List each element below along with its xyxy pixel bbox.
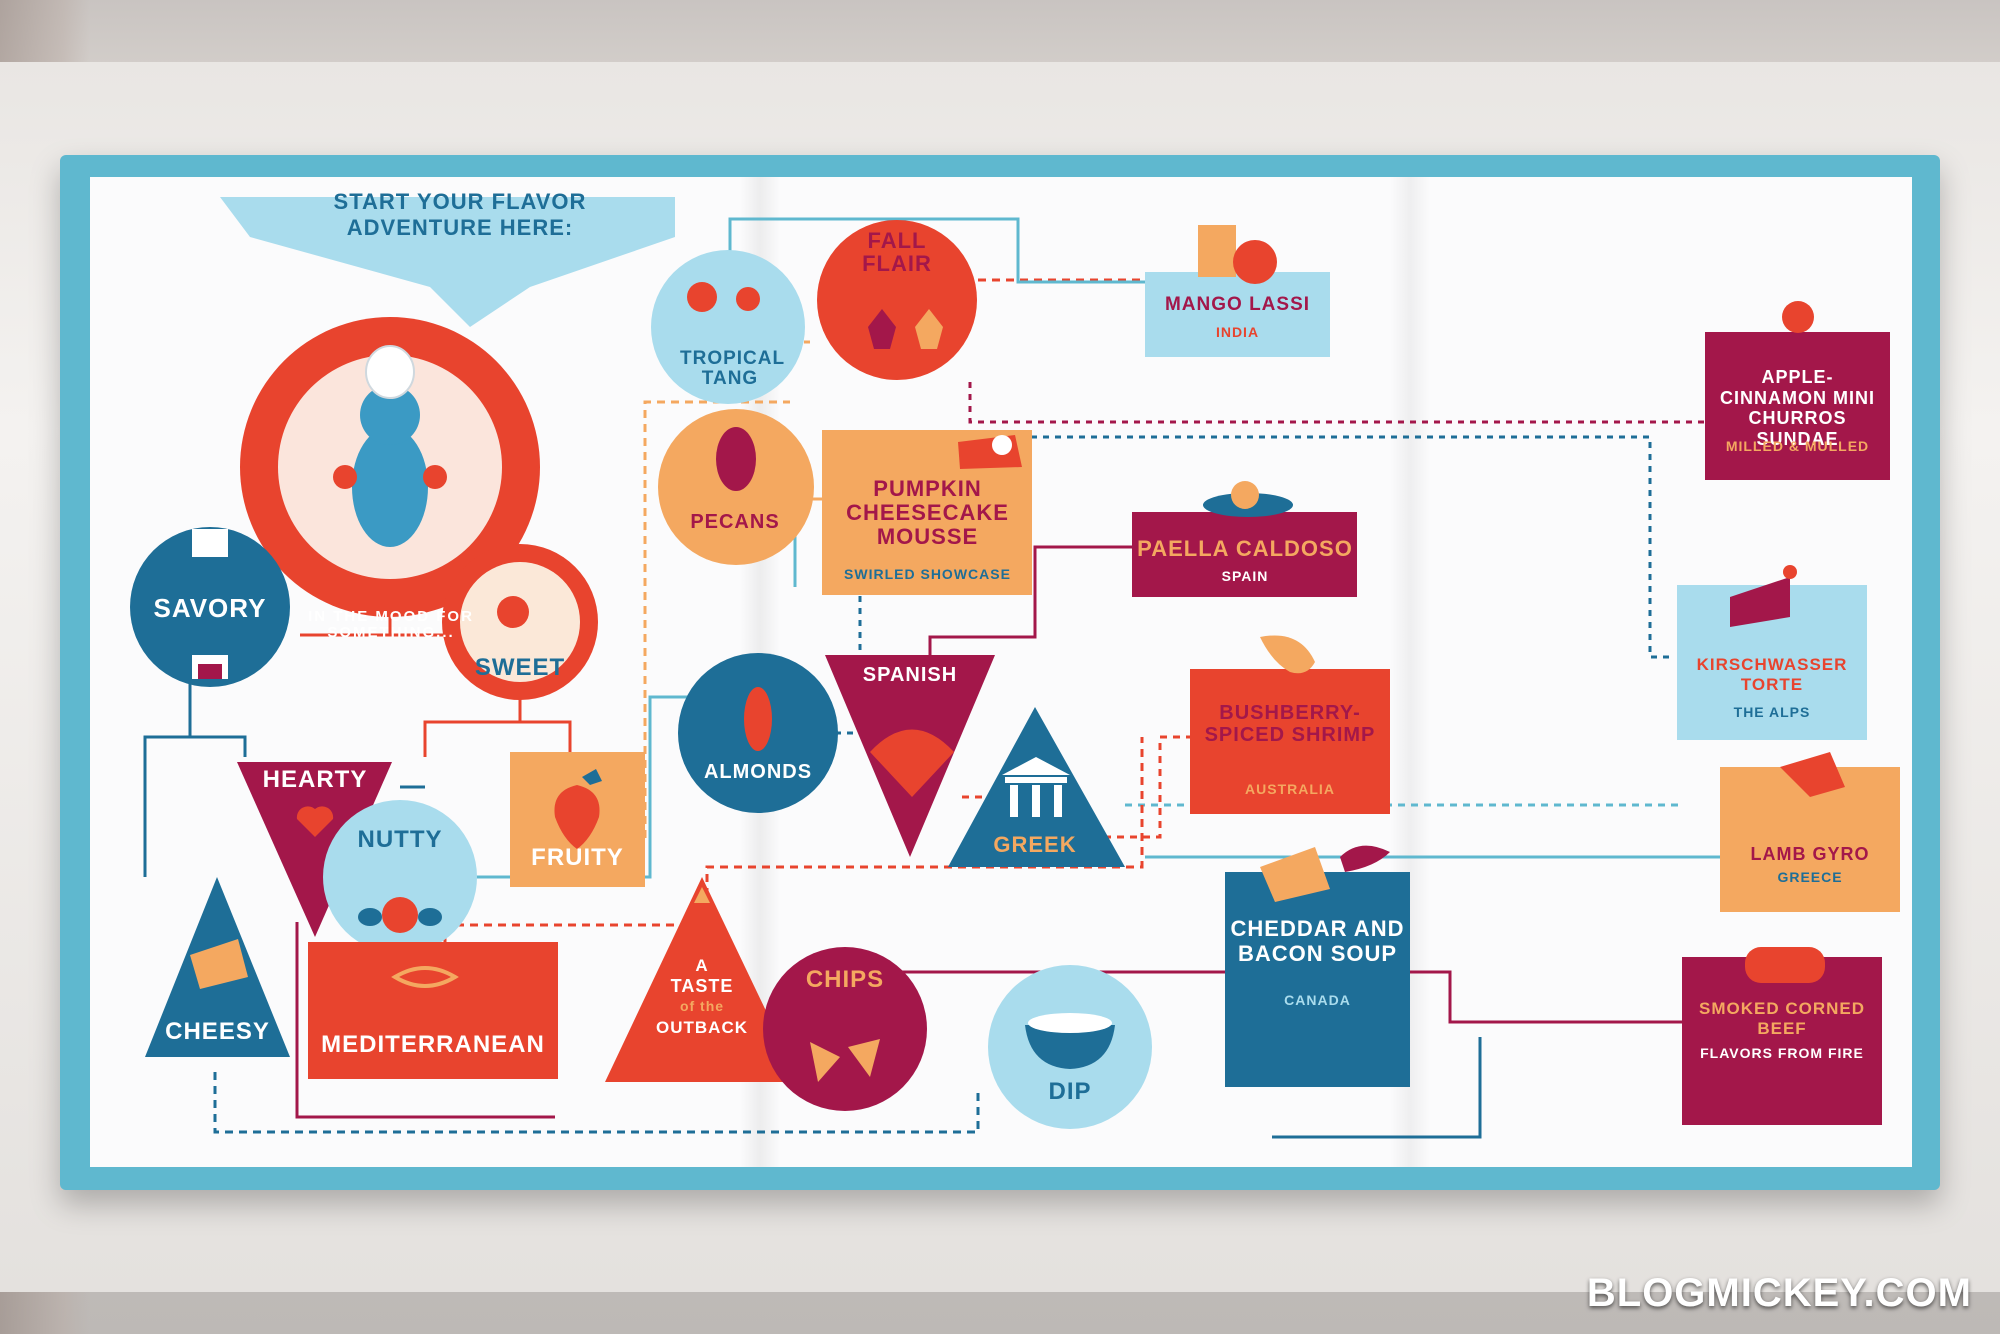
- chips-circle: [763, 947, 927, 1111]
- cheese-icon: [190, 939, 248, 989]
- chip-icon: [810, 1042, 840, 1082]
- dish-place: GREECE: [1777, 869, 1843, 885]
- fruity-label: FRUITY: [531, 844, 624, 871]
- dish-place: INDIA: [1215, 324, 1260, 340]
- hearty-triangle: [237, 762, 392, 937]
- maple-leaf-icon: [915, 309, 943, 349]
- fish-icon: [391, 966, 459, 988]
- dish-place: MILLED & MULLED: [1725, 438, 1870, 454]
- watermark: BLOGMICKEY.COM: [1586, 1271, 1972, 1315]
- outback-label-taste: TASTE: [670, 976, 734, 996]
- dish-place: THE ALPS: [1733, 704, 1811, 720]
- shrimp-icon: [1260, 635, 1315, 674]
- mediterranean-box: [308, 942, 558, 1079]
- outback-label-a: A: [695, 956, 709, 975]
- outback-label-name: OUTBACK: [656, 1018, 748, 1037]
- dip-label: DIP: [1048, 1078, 1092, 1105]
- tropical-circle: [651, 250, 805, 404]
- cake-slice-icon: [1730, 577, 1790, 627]
- dish-place: AUSTRALIA: [1245, 781, 1335, 797]
- pecan-icon: [716, 427, 756, 491]
- sweet-label: SWEET: [474, 654, 566, 681]
- heart-icon: [296, 806, 334, 837]
- chef-rat-icon: [352, 427, 428, 547]
- maple-leaf-icon: [868, 309, 896, 349]
- header-banner: [220, 197, 675, 327]
- bacon-icon: [1340, 845, 1390, 872]
- shrimp-box: [1190, 669, 1390, 814]
- dish-name: SMOKED CORNED BEEF: [1698, 999, 1865, 1038]
- tropical-label: TROPICAL TANG: [680, 348, 786, 389]
- mango-box: [1145, 272, 1330, 357]
- spanish-label: SPANISH: [862, 664, 958, 686]
- page-title: START YOUR FLAVOR ADVENTURE HERE:: [333, 189, 587, 241]
- dish-place: FLAVORS FROM FIRE: [1700, 1045, 1864, 1061]
- hearty-label: HEARTY: [262, 766, 368, 793]
- almond-icon: [744, 687, 772, 751]
- dish-name: PAELLA CALDOSO: [1137, 536, 1353, 561]
- dish-name: CHEDDAR AND BACON SOUP: [1230, 916, 1405, 966]
- cheesy-label: CHEESY: [165, 1018, 270, 1045]
- paella-box: [1132, 512, 1357, 597]
- cheese-wedge-icon: [1260, 847, 1330, 902]
- mediterranean-label: MEDITERRANEAN: [321, 1031, 545, 1058]
- dish-name: KIRSCHWASSER TORTE: [1696, 655, 1848, 694]
- outback-label-of: of the: [679, 998, 725, 1014]
- apple-icon: [1782, 301, 1814, 333]
- dish-name: MANGO LASSI: [1164, 294, 1311, 315]
- hibiscus-icon: [687, 282, 717, 312]
- cheddar-box: [1225, 872, 1410, 1087]
- savory-circle: [130, 527, 290, 687]
- donut-icon: [497, 596, 529, 628]
- bowl-icon: [1025, 1025, 1115, 1069]
- hibiscus-icon: [736, 287, 760, 311]
- pecans-label: PECANS: [690, 511, 780, 533]
- dish-place: CANADA: [1284, 992, 1351, 1008]
- dish-name: PUMPKIN CHEESECAKE MOUSSE: [846, 476, 1009, 550]
- chips-label: CHIPS: [805, 966, 885, 993]
- dish-place: SPAIN: [1221, 568, 1269, 584]
- fan-icon: [870, 729, 954, 797]
- lassi-glass-icon: [1198, 225, 1236, 277]
- mango-icon: [1233, 240, 1277, 284]
- dish-name: APPLE-CINNAMON MINI CHURROS SUNDAE: [1720, 367, 1875, 450]
- temple-icon: [1005, 777, 1067, 783]
- greek-label: GREEK: [993, 832, 1077, 857]
- fall-label: FALL FLAIR: [862, 228, 932, 277]
- guide-booklet: START YOUR FLAVOR ADVENTURE HERE: IN THE…: [60, 155, 1940, 1190]
- dish-name: LAMB GYRO: [1750, 844, 1870, 864]
- mood-label: IN THE MOOD FOR SOMETHING...: [308, 608, 474, 641]
- walnut-icon: [382, 897, 418, 933]
- corned-box: [1682, 957, 1882, 1125]
- flowchart-art: [130, 197, 1900, 1139]
- beef-icon: [1745, 947, 1825, 983]
- almonds-label: ALMONDS: [703, 761, 813, 783]
- guide-spread: START YOUR FLAVOR ADVENTURE HERE: IN THE…: [90, 177, 1912, 1167]
- outback-triangle: [605, 877, 800, 1082]
- dish-name: BUSHBERRY-SPICED SHRIMP: [1204, 702, 1376, 746]
- gyro-icon: [1780, 752, 1845, 797]
- dish-place: SWIRLED SHOWCASE: [844, 566, 1011, 582]
- nutty-label: NUTTY: [357, 826, 443, 853]
- savory-label: SAVORY: [153, 593, 267, 623]
- strawberry-icon: [554, 785, 600, 849]
- churros-box: [1705, 332, 1890, 480]
